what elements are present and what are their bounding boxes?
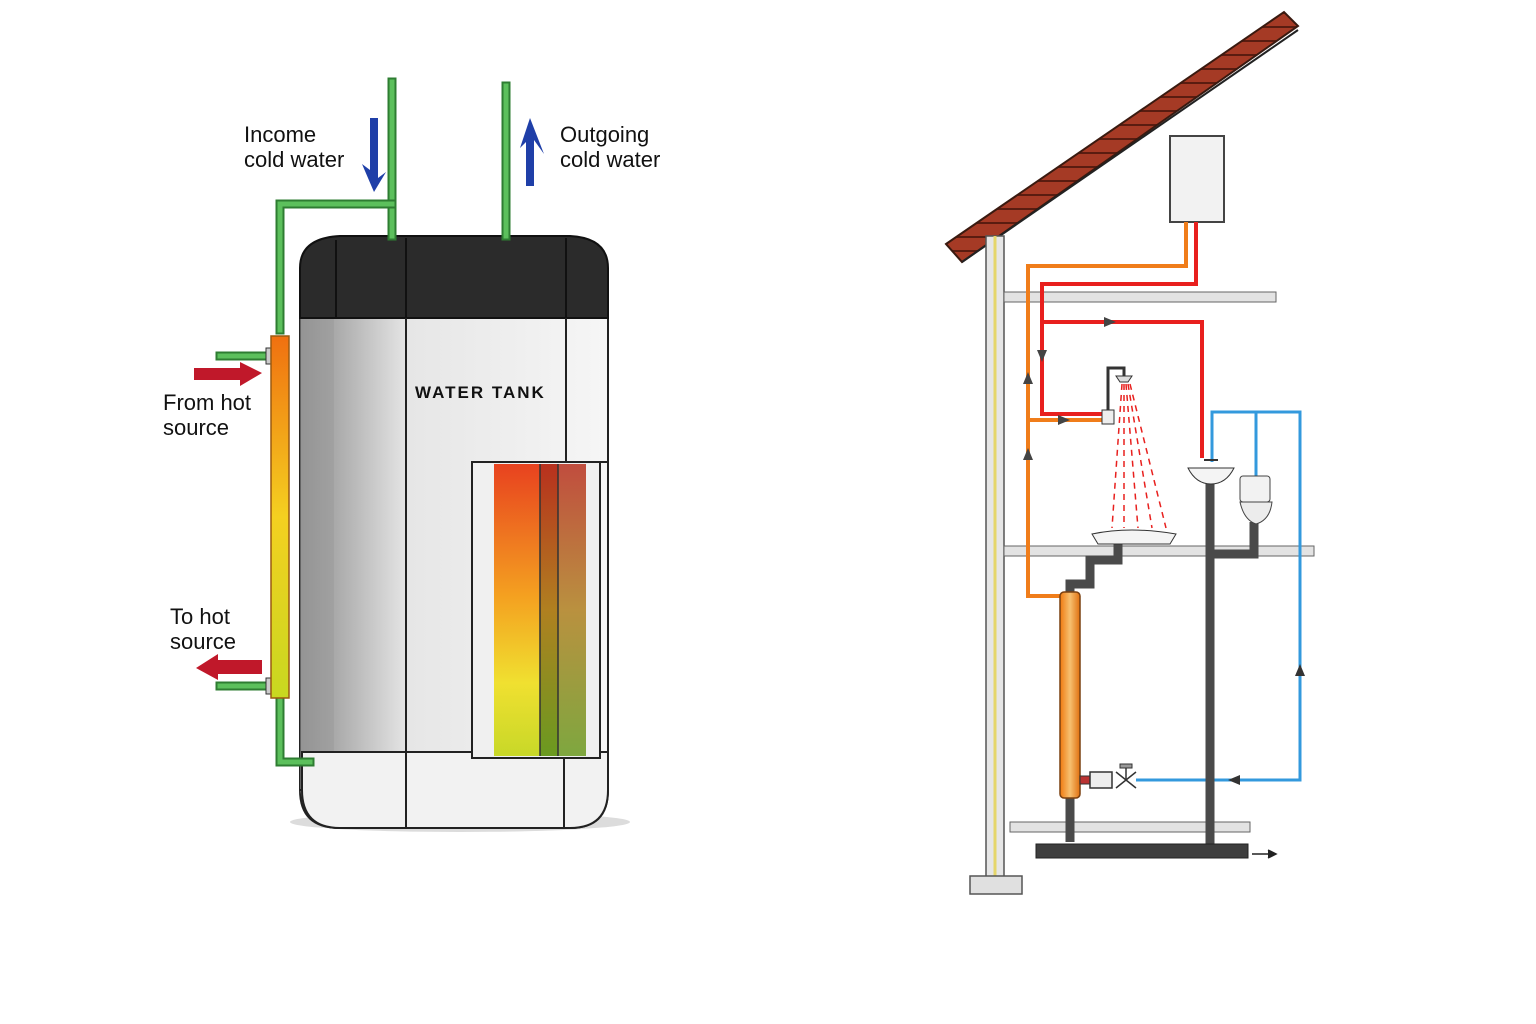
tank-heat-layer-inner	[494, 464, 540, 756]
outgoing-label-line1: Outgoing	[560, 122, 650, 147]
valve-icon	[1079, 763, 1137, 789]
income-cold-water-label: Income cold water	[244, 122, 344, 172]
toilet-icon	[1239, 475, 1273, 525]
shower-icon	[1091, 366, 1177, 545]
tank-heat-layer-outer	[558, 464, 586, 756]
from-hot-source-label: From hot source	[163, 390, 251, 440]
outgoing-label-line2: cold water	[560, 147, 661, 172]
tank-title: WATER TANK	[415, 383, 546, 402]
roof	[944, 10, 1300, 264]
cold-water-supply	[1136, 410, 1302, 782]
boiler-icon	[1169, 135, 1225, 223]
drain-out-arrow-icon	[1252, 849, 1278, 859]
tank-side-shade	[300, 310, 334, 812]
tank-heat-layer-mid	[540, 464, 558, 756]
outgoing-cold-water-label: Outgoing cold water	[560, 122, 660, 172]
hot-water-cylinder	[1059, 591, 1081, 799]
to-hot-label-line2: source	[170, 629, 237, 654]
sink-icon	[1187, 459, 1235, 485]
house-section-diagram	[944, 10, 1315, 895]
heat-exchanger-pipe	[270, 335, 290, 699]
tank-base	[301, 751, 609, 829]
main-drain	[1035, 843, 1249, 859]
income-label-line1: Income	[244, 122, 317, 147]
lower-floor	[1009, 821, 1251, 833]
cold-water-pipes	[215, 77, 511, 767]
income-label-line2: cold water	[244, 147, 345, 172]
from-hot-label-line1: From hot	[163, 390, 252, 415]
attic-floor	[1003, 291, 1277, 303]
up-arrow-icon	[520, 118, 544, 186]
to-hot-source-label: To hot source	[170, 604, 236, 654]
foundation	[969, 875, 1023, 895]
right-arrow-icon	[194, 362, 262, 386]
to-hot-label-line1: To hot	[170, 604, 230, 629]
left-arrow-icon	[196, 654, 262, 680]
tank-cap	[299, 235, 609, 319]
upper-floor	[1003, 545, 1315, 557]
from-hot-label-line2: source	[163, 415, 230, 440]
down-arrow-icon	[362, 118, 386, 192]
water-tank-diagram	[194, 77, 630, 832]
